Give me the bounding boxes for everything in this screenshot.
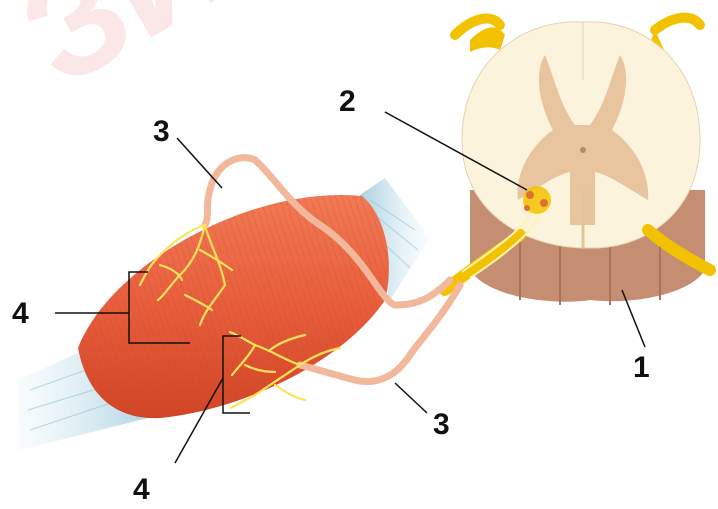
label-motor-neuron: 2 — [339, 87, 356, 117]
label-endings-left: 4 — [12, 299, 29, 329]
label-endings-bottom: 4 — [133, 475, 150, 505]
muscle — [78, 195, 389, 418]
leader-line-3-lower — [395, 383, 427, 413]
motor-neuron-body — [523, 186, 551, 214]
label-axon-upper: 3 — [153, 117, 170, 147]
leader-line-3-upper — [177, 138, 222, 188]
label-axon-lower: 3 — [433, 410, 450, 440]
label-spinal-cord: 1 — [633, 353, 650, 383]
spinal-cord — [445, 18, 710, 305]
